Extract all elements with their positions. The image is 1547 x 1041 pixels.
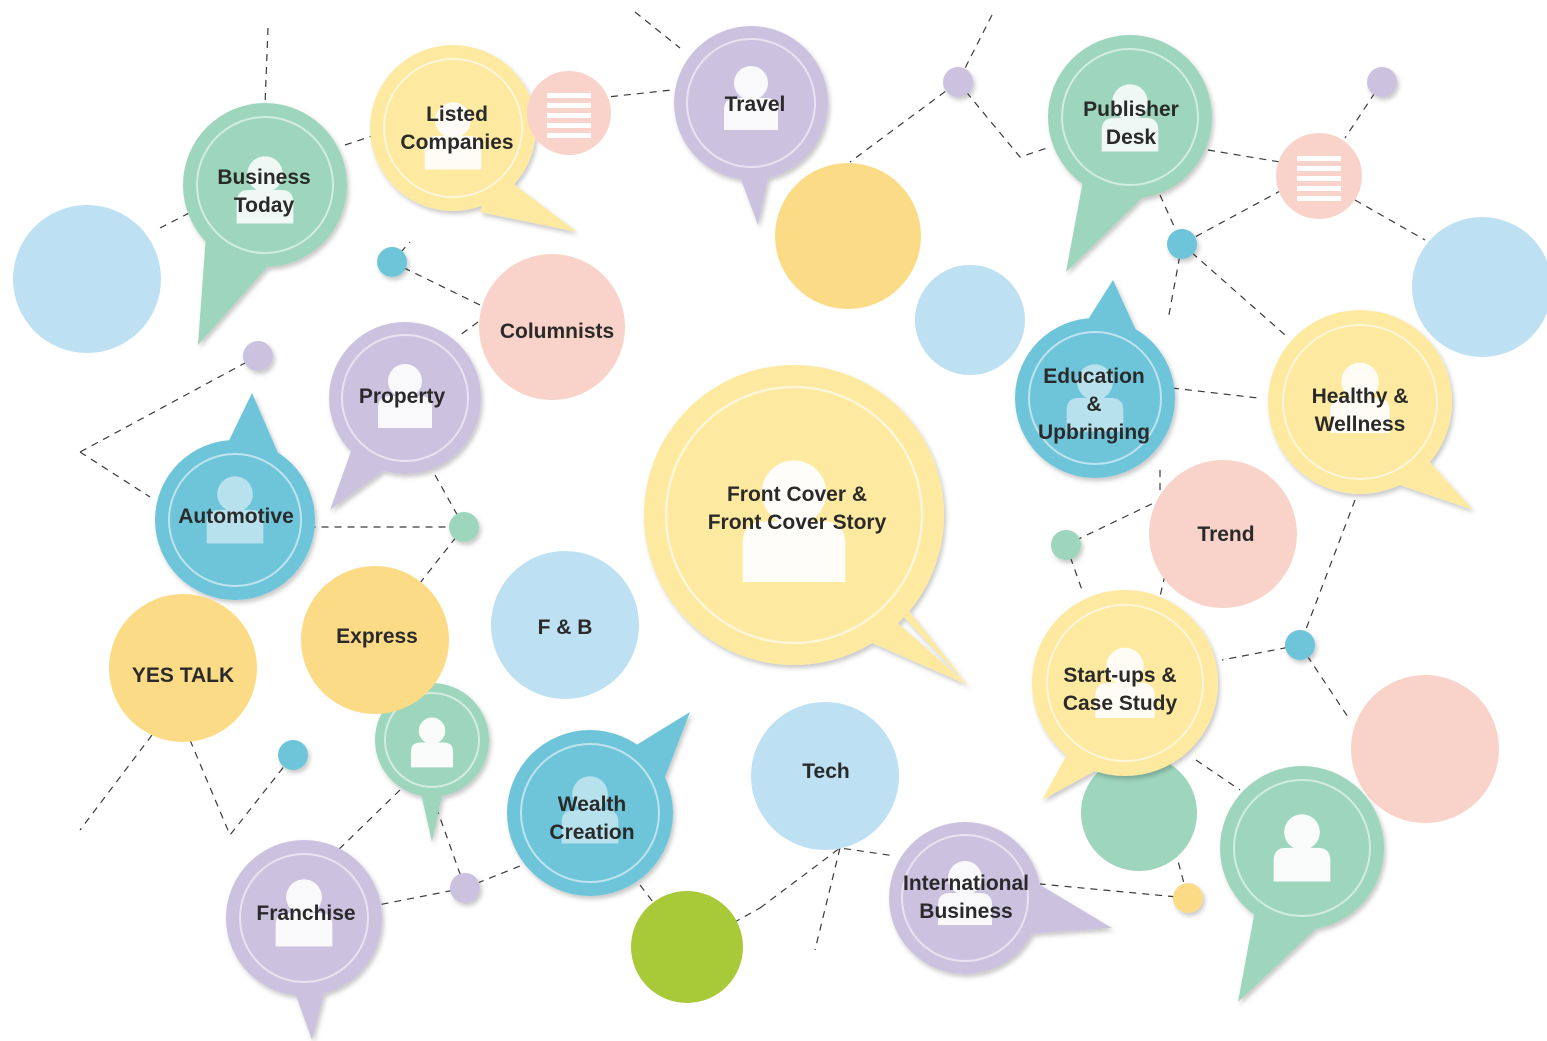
- decor-circle: [1412, 217, 1547, 357]
- node-dot: [1367, 67, 1397, 97]
- decor-circle: [631, 891, 743, 1003]
- topic-bubble-education: [1015, 280, 1175, 478]
- topic-bubble-large-green: [1220, 766, 1384, 1002]
- topic-bubble-publisher-desk: [1048, 35, 1212, 272]
- decor-circle: [1351, 675, 1499, 823]
- topic-circle-yes-talk: [109, 594, 257, 742]
- node-dot: [1173, 883, 1203, 913]
- topic-bubble-small-green: [375, 683, 489, 842]
- topic-bubble-healthy-wellness: [1268, 310, 1473, 510]
- topic-bubble-business-today: [183, 103, 347, 345]
- node-dot: [943, 67, 973, 97]
- node-dot: [377, 247, 407, 277]
- node-dot: [450, 873, 480, 903]
- node-dot: [278, 740, 308, 770]
- node-dot: [1285, 630, 1315, 660]
- topic-bubble-international: [889, 822, 1112, 974]
- topic-bubble-automotive: [155, 393, 315, 600]
- node-dot: [1051, 530, 1081, 560]
- topic-circle-trend: [1149, 460, 1297, 608]
- topic-bubble-wealth-creation: [507, 712, 690, 896]
- topic-circle-express: [301, 566, 449, 714]
- topic-circle-columnists: [479, 254, 625, 400]
- topic-bubble-franchise: [226, 840, 382, 1040]
- topic-bubble-front-cover: [644, 365, 968, 685]
- decor-circle: [915, 265, 1025, 375]
- decor-circle: [13, 205, 161, 353]
- node-dot: [449, 512, 479, 542]
- topic-bubble-listed-companies: [370, 45, 577, 232]
- topic-circle-fb: [491, 551, 639, 699]
- node-dot: [243, 341, 273, 371]
- document-icon: [1276, 133, 1362, 219]
- node-dot: [1167, 229, 1197, 259]
- topic-bubble-startups: [1032, 590, 1218, 800]
- topic-bubble-property: [329, 322, 481, 510]
- decor-circle: [775, 163, 921, 309]
- document-icon: [527, 71, 611, 155]
- topic-circle-tech: [751, 702, 899, 850]
- decor-circle: [1081, 755, 1197, 871]
- topic-bubble-travel: [674, 26, 828, 225]
